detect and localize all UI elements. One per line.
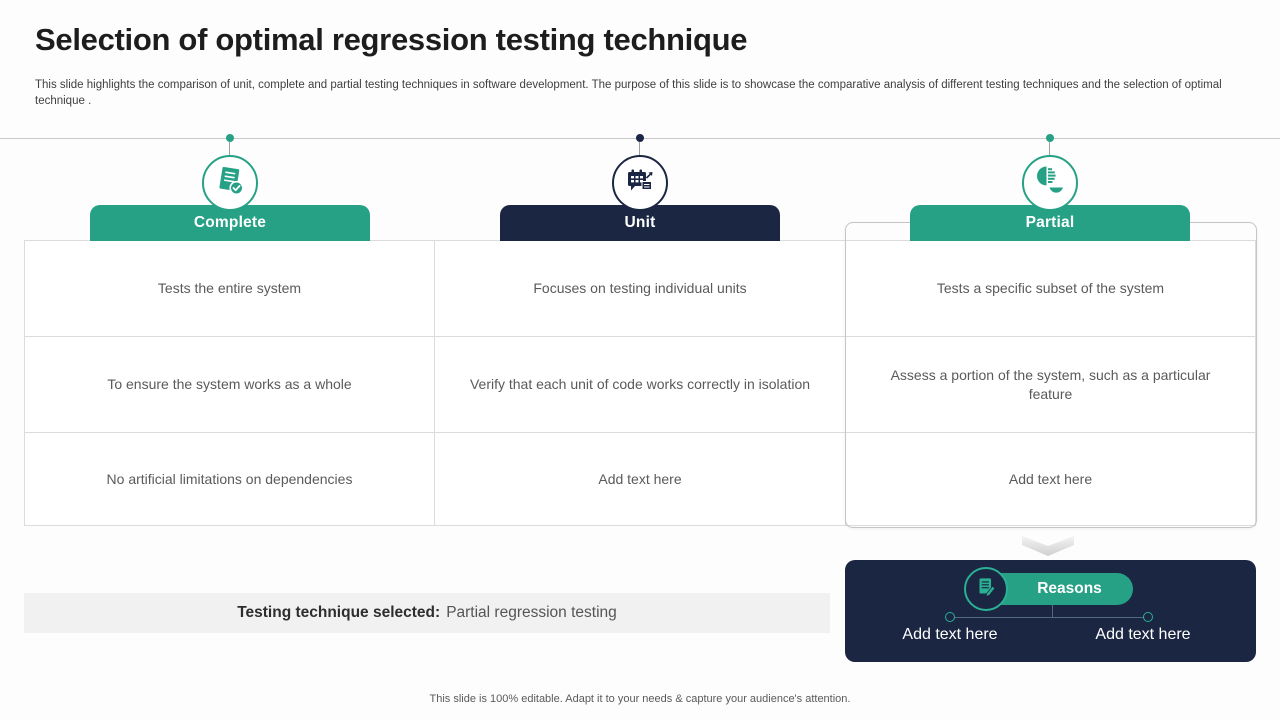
- reason-placeholder-left[interactable]: Add text here: [902, 626, 998, 643]
- reasons-connector-horizontal: [950, 617, 1148, 618]
- page-title: Selection of optimal regression testing …: [35, 22, 748, 57]
- partial-pie-icon: [1032, 163, 1068, 204]
- connector-line-complete: [229, 142, 230, 156]
- cell-unit-note[interactable]: Add text here: [435, 433, 846, 525]
- cell-partial-purpose: Tests a specific subset of the system: [846, 241, 1255, 337]
- cell-complete-goal: To ensure the system works as a whole: [25, 337, 435, 433]
- connector-dot-complete: [226, 134, 234, 142]
- reasons-icon-badge: [964, 567, 1008, 611]
- reasons-node-right: [1143, 612, 1153, 622]
- column-header-label: Partial: [1025, 214, 1075, 231]
- connector-line-partial: [1049, 142, 1050, 156]
- chevron-down-icon: [1022, 536, 1074, 556]
- comparison-table: Tests the entire system Focuses on testi…: [24, 240, 1256, 526]
- unit-calendar-icon: [622, 163, 658, 204]
- column-header-label: Unit: [624, 214, 656, 231]
- reasons-node-left: [945, 612, 955, 622]
- cell-complete-purpose: Tests the entire system: [25, 241, 435, 337]
- slide-description: This slide highlights the comparison of …: [35, 79, 1222, 107]
- cell-unit-purpose: Focuses on testing individual units: [435, 241, 846, 337]
- complete-icon-badge: [202, 155, 258, 211]
- connector-dot-partial: [1046, 134, 1054, 142]
- selection-value: Partial regression testing: [446, 604, 617, 621]
- reasons-title: Reasons: [1037, 580, 1102, 597]
- column-header-complete: Complete: [90, 205, 370, 241]
- column-header-label: Complete: [193, 214, 267, 231]
- document-pencil-icon: [973, 574, 999, 605]
- column-header-partial: Partial: [910, 205, 1190, 241]
- column-header-unit: Unit: [500, 205, 780, 241]
- selection-label: Testing technique selected:: [237, 604, 441, 621]
- cell-partial-goal: Assess a portion of the system, such as …: [846, 337, 1255, 433]
- cell-partial-note[interactable]: Add text here: [1008, 470, 1093, 487]
- selection-bar: Testing technique selected: Partial regr…: [24, 593, 830, 633]
- cell-unit-goal: Verify that each unit of code works corr…: [435, 337, 846, 433]
- document-check-icon: [212, 163, 248, 204]
- reason-placeholder-right[interactable]: Add text here: [1095, 626, 1191, 643]
- editable-note: This slide is 100% editable. Adapt it to…: [429, 693, 851, 705]
- connector-dot-unit: [636, 134, 644, 142]
- connector-line-unit: [639, 142, 640, 156]
- unit-icon-badge: [612, 155, 668, 211]
- partial-icon-badge: [1022, 155, 1078, 211]
- cell-complete-note: No artificial limitations on dependencie…: [25, 433, 435, 525]
- reasons-panel: Reasons Add text here Add text here: [845, 560, 1256, 662]
- reasons-connector-vertical: [1052, 605, 1053, 617]
